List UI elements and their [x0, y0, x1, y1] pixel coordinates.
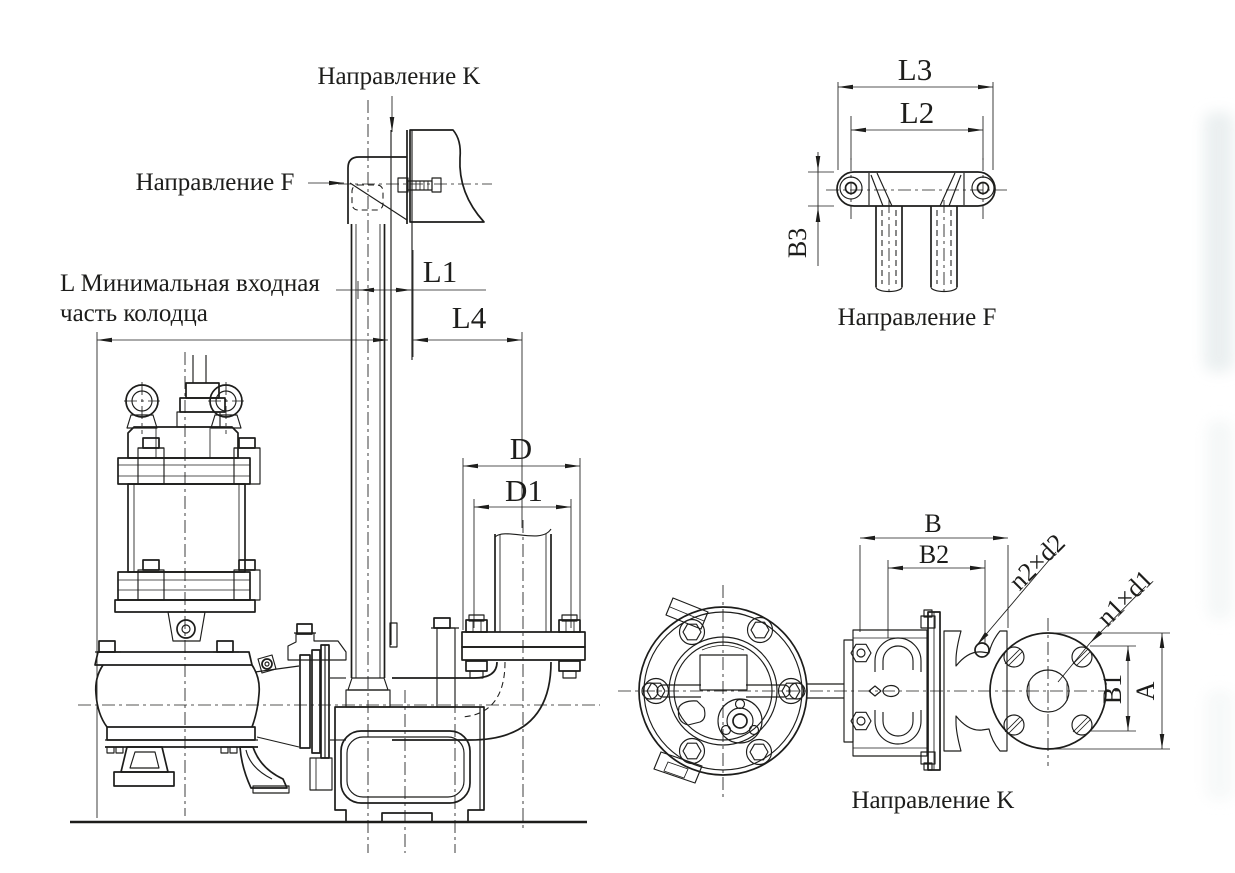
dim-label-b: B — [924, 509, 941, 538]
guide-pipe — [350, 224, 398, 678]
guide-bracket-front — [836, 171, 996, 293]
riser-pipe-flange — [461, 528, 586, 679]
scan-watermark — [1204, 112, 1234, 800]
discharge-elbow — [330, 661, 552, 741]
coupling-claw-top-view — [806, 609, 1008, 771]
f-view-dimensions: L3 L2 B3 Направление F — [783, 52, 996, 331]
dim-label-l2: L2 — [900, 95, 934, 130]
dim-label-b2: B2 — [919, 540, 949, 569]
well-note-line1: L Минимальная входная — [60, 270, 320, 297]
dim-label-d: D — [510, 431, 532, 466]
direction-k-label: Направление K — [317, 63, 480, 90]
discharge-flange-face — [989, 632, 1107, 750]
pump-top-view — [638, 597, 808, 784]
dim-label-n1d1: n1×d1 — [1091, 564, 1159, 632]
dim-label-b3: B3 — [783, 228, 812, 258]
pump-volute — [94, 640, 300, 794]
k-view-dimensions: B B2 n2×d2 n1×d1 B1 A Направление K — [851, 509, 1170, 814]
direction-f-label: Направление F — [136, 169, 295, 196]
dim-label-b1: B1 — [1098, 674, 1127, 704]
pump-motor — [114, 355, 261, 642]
side-view: Направление K Направление F L Минимальна… — [60, 63, 600, 853]
dim-label-l4: L4 — [452, 300, 487, 335]
dim-label-d1: D1 — [505, 473, 543, 508]
dim-label-l1: L1 — [423, 254, 457, 289]
direction-k-view: B B2 n2×d2 n1×d1 B1 A Направление K — [618, 509, 1170, 814]
dim-label-n2d2: n2×d2 — [1003, 528, 1071, 596]
dim-label-l3: L3 — [898, 52, 932, 87]
coupling-flange-assembly — [287, 617, 459, 791]
well-note-line2: часть колодца — [60, 300, 208, 327]
side-view-dimensions: Направление K Направление F L Минимальна… — [60, 63, 581, 818]
f-view-caption: Направление F — [838, 304, 997, 331]
upper-guide-bracket — [347, 129, 485, 645]
dim-label-a: A — [1131, 681, 1160, 700]
coupling-base-stand — [334, 706, 485, 823]
k-view-caption: Направление K — [851, 787, 1014, 814]
direction-f-view: L3 L2 B3 Направление F — [783, 52, 1008, 331]
